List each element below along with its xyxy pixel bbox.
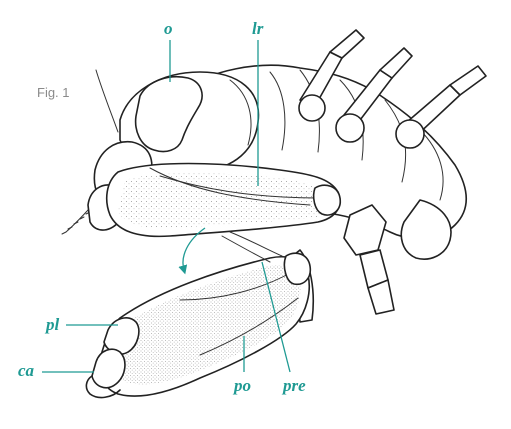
callouts: o lr pl ca po pre <box>18 19 306 395</box>
callout-ca: ca <box>18 361 35 380</box>
stalk-line <box>229 231 283 257</box>
labrum-retracted <box>105 162 342 238</box>
leader-pre <box>261 261 291 373</box>
callout-lr: lr <box>252 19 264 38</box>
callout-pre: pre <box>281 376 306 395</box>
legs <box>289 29 487 323</box>
stalk-line-2 <box>221 235 271 263</box>
motion-arrow <box>178 227 206 275</box>
insect-body <box>61 64 467 260</box>
labrum-extended <box>85 252 312 399</box>
callout-po: po <box>232 376 251 395</box>
figure-label: Fig. 1 <box>37 85 70 100</box>
callout-pl: pl <box>44 315 60 334</box>
callout-o: o <box>164 19 173 38</box>
